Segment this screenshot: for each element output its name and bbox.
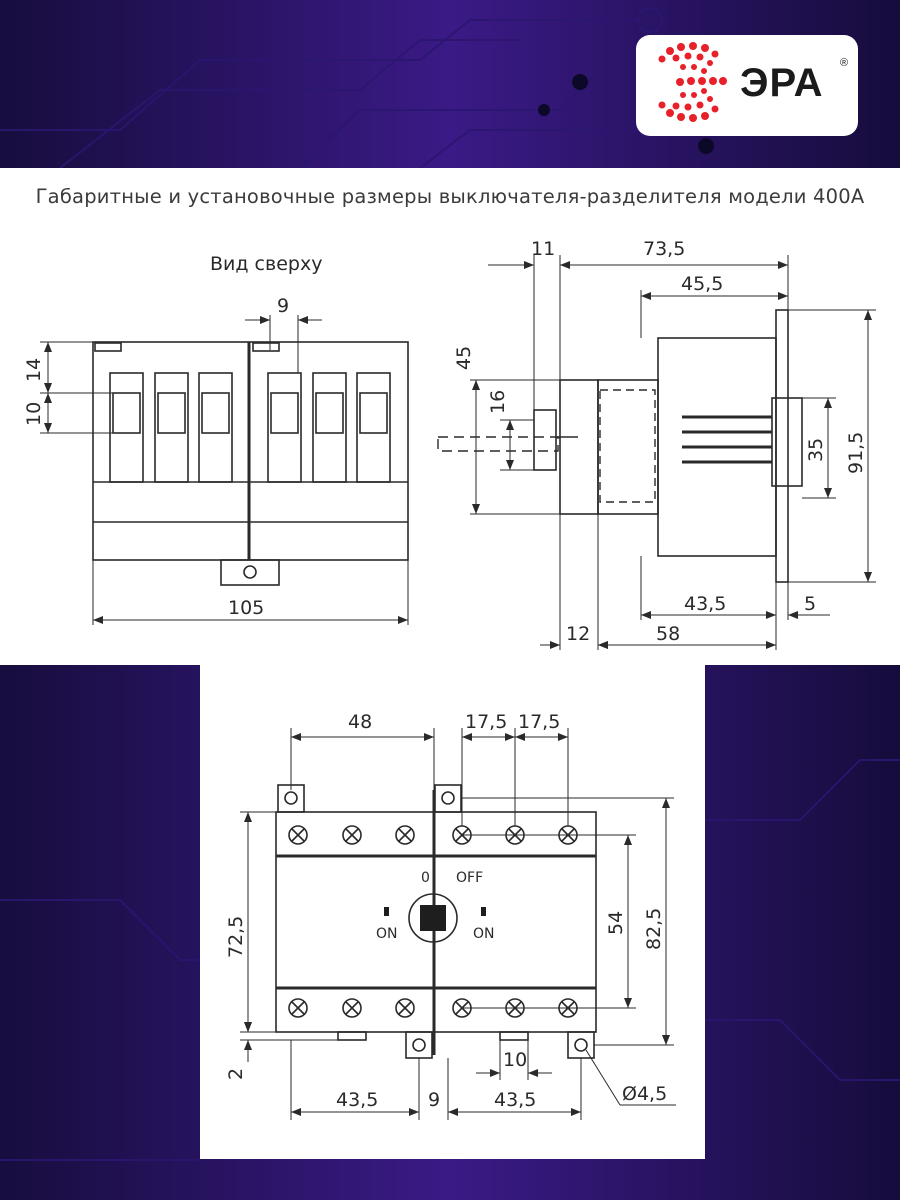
dim-45-5: 45,5 — [681, 273, 723, 295]
brand-logo: ЭРА ® — [636, 35, 858, 136]
dim-width: 105 — [228, 597, 264, 619]
side-view: 11 73,5 45,5 45 16 35 91,5 43,5 5 12 58 — [437, 238, 876, 650]
dim-16: 16 — [487, 390, 509, 414]
dim-5: 5 — [804, 593, 816, 615]
dim-10: 10 — [503, 1049, 527, 1071]
dim-43-5-b: 43,5 — [494, 1089, 536, 1111]
dim-48: 48 — [348, 711, 372, 733]
dim-12: 12 — [566, 623, 590, 645]
registered-mark: ® — [840, 57, 849, 69]
era-logo-icon — [658, 42, 727, 122]
dim-58: 58 — [656, 623, 680, 645]
dim-terminal: 10 — [23, 402, 45, 426]
dim-2: 2 — [225, 1068, 247, 1080]
dim-45: 45 — [453, 346, 475, 370]
drawing-panel-bottom — [200, 665, 705, 1159]
dim-pitch: 9 — [277, 295, 289, 317]
label-off: OFF — [456, 870, 483, 886]
dim-17-5-b: 17,5 — [518, 711, 560, 733]
label-zero: 0 — [421, 870, 430, 886]
front-view: 48 17,5 17,5 72,5 54 82,5 2 10 43,5 9 43… — [225, 711, 676, 1120]
dim-43-5-a: 43,5 — [336, 1089, 378, 1111]
dim-hole: Ø4,5 — [622, 1083, 667, 1105]
top-view-title: Вид сверху — [210, 253, 322, 275]
drawing-caption: Габаритные и установочные размеры выключ… — [35, 185, 865, 208]
dim-54: 54 — [605, 911, 627, 935]
dim-91-5: 91,5 — [845, 432, 867, 474]
dim-11: 11 — [531, 238, 555, 260]
top-view: Вид сверху — [23, 253, 409, 625]
dim-43-5: 43,5 — [684, 593, 726, 615]
dim-82-5: 82,5 — [643, 908, 665, 950]
upper-drawings: Вид сверху — [23, 238, 876, 650]
label-on-right: ON — [473, 926, 495, 942]
dim-upper: 14 — [23, 358, 45, 382]
dim-73-5: 73,5 — [643, 238, 685, 260]
label-on-left: ON — [376, 926, 398, 942]
dim-9: 9 — [428, 1089, 440, 1111]
dim-35: 35 — [805, 438, 827, 462]
brand-name: ЭРА — [740, 61, 824, 105]
dim-17-5-a: 17,5 — [465, 711, 507, 733]
dim-72-5: 72,5 — [225, 916, 247, 958]
